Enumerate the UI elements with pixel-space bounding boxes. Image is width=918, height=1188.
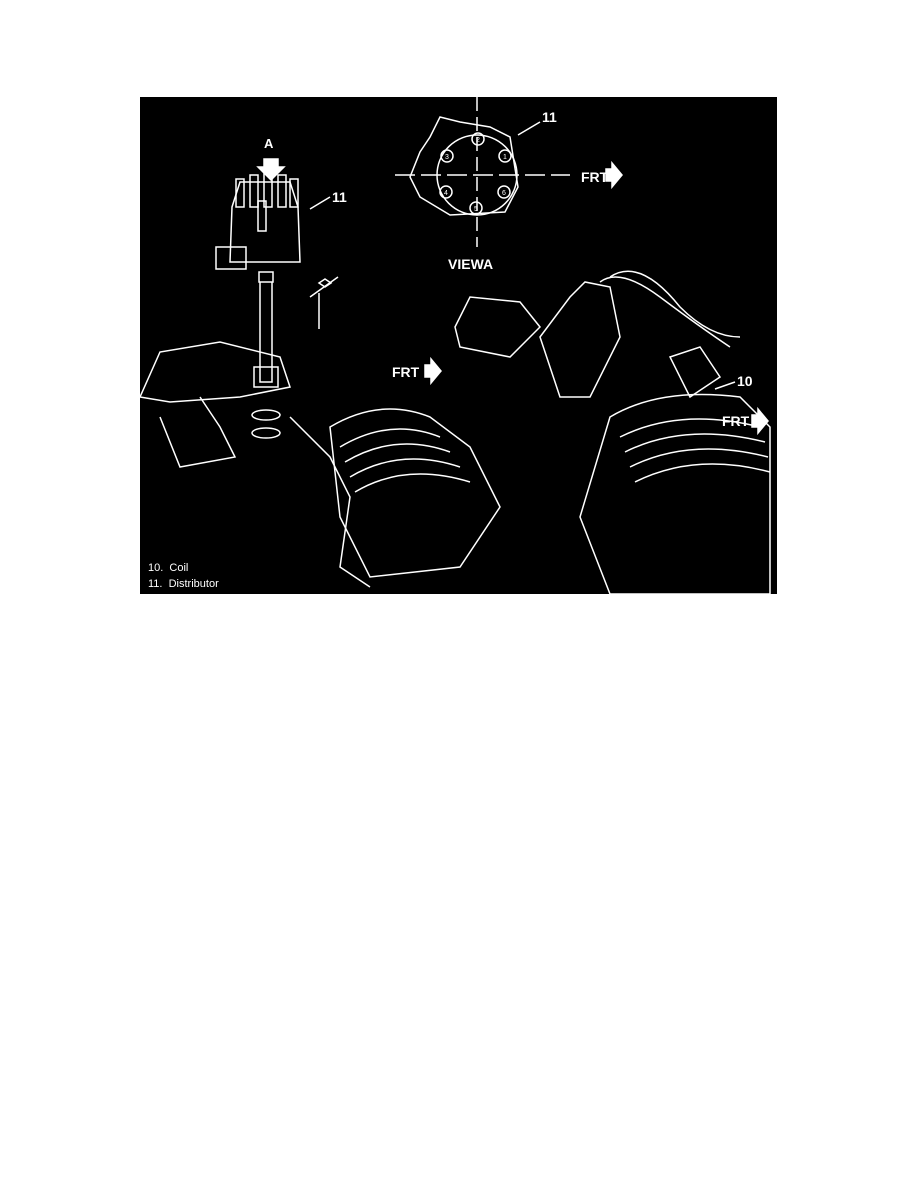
front-label-right: FRT [722, 413, 750, 429]
cylinder-6: 6 [502, 190, 506, 197]
cylinder-3: 3 [445, 154, 449, 161]
legend-number: 10. [148, 562, 164, 574]
left-engine-drawing [140, 341, 501, 588]
callout-leader [309, 196, 331, 210]
view-a-title: VIEWA [448, 256, 494, 272]
cylinder-2: 2 [476, 137, 480, 144]
front-arrow-icon [751, 406, 769, 436]
line-art: 1 2 3 4 5 6 [140, 97, 771, 594]
legend-item-distributor: 11. Distributor [148, 579, 219, 590]
view-a-callout-11: 11 [542, 109, 557, 125]
front-arrow-icon [605, 160, 623, 190]
view-a-front-label: FRT [581, 169, 609, 185]
front-label-left: FRT [392, 364, 420, 380]
legend-item-coil: 10. Coil [148, 563, 188, 574]
legend-number: 11. [148, 578, 163, 590]
right-engine-drawing [454, 270, 771, 594]
cylinder-5: 5 [474, 206, 478, 213]
view-a-diagram: 1 2 3 4 5 6 [395, 97, 623, 247]
distributor-drawing [215, 172, 339, 439]
distributor-installation-illustration: 1 2 3 4 5 6 [140, 97, 777, 594]
view-arrow-icon [256, 158, 286, 182]
legend-label: Distributor [168, 578, 219, 590]
callout-11: 11 [332, 189, 347, 205]
front-arrow-icon [424, 356, 442, 386]
cylinder-1: 1 [503, 154, 507, 161]
view-a-label: A [264, 136, 274, 151]
cylinder-4: 4 [444, 190, 448, 197]
legend-label: Coil [169, 562, 189, 574]
callout-10: 10 [737, 373, 753, 389]
